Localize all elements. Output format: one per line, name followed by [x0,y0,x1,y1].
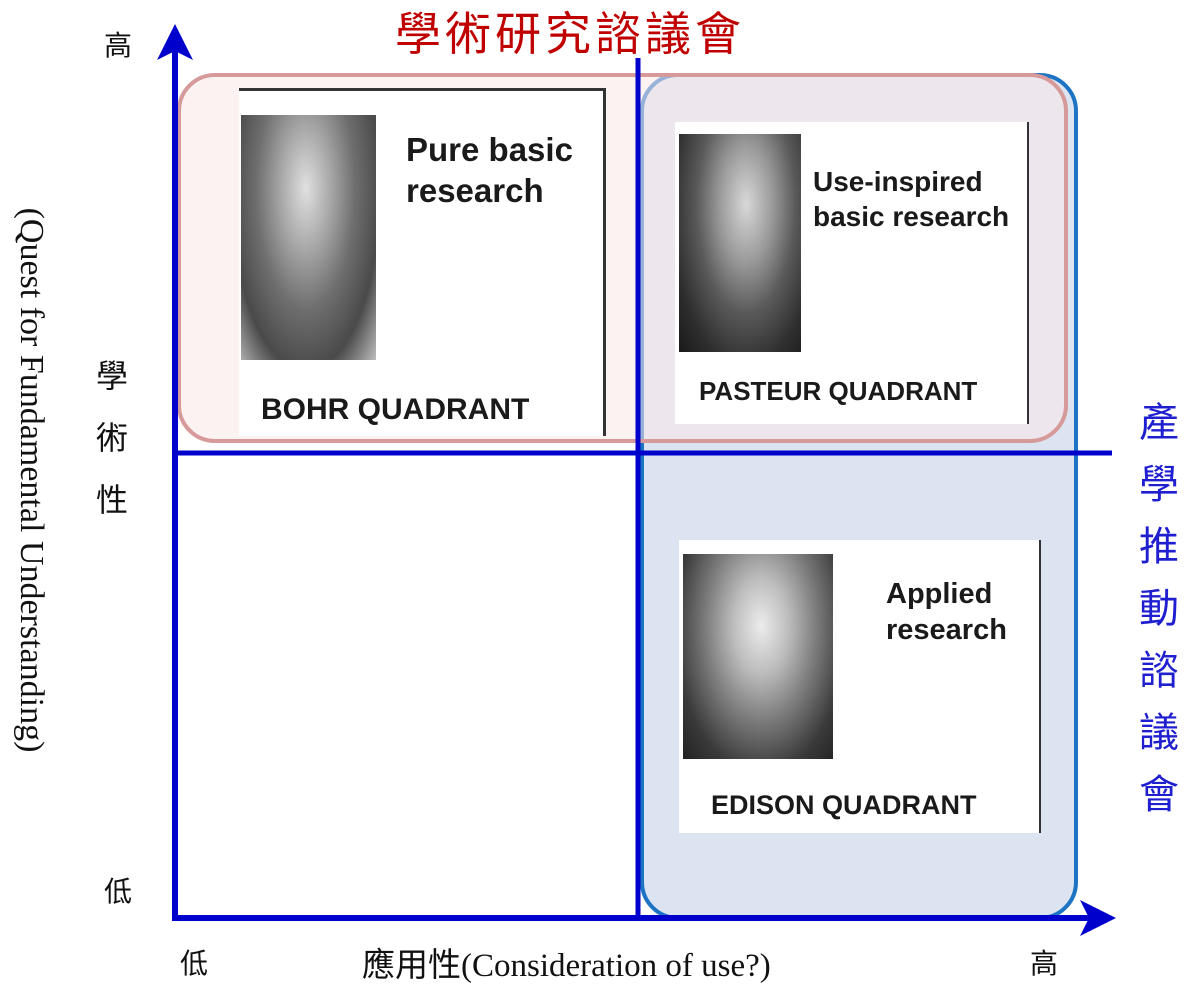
edison-quadrant-label: EDISON QUADRANT [711,790,977,820]
bohr-quadrant-label: BOHR QUADRANT [261,393,530,426]
bohr-heading: Pure basic research [406,131,573,210]
x-axis-label-zh: 應用性 [362,945,461,984]
bohr-portrait [241,115,376,360]
x-axis-low-label: 低 [180,947,209,980]
y-axis-high-label: 高 [104,29,133,62]
academic-council-title: 學術研究諮議會 [395,7,745,61]
y-axis-label-en: (Quest for Fundamental Understanding) [13,207,50,753]
x-axis-label: 應用性(Consideration of use?) [362,938,771,986]
edison-quadrant-card: Applied research EDISON QUADRANT [679,540,1041,833]
edison-heading: Applied research [886,578,1007,647]
industry-council-label: 產學推動諮議會 [1139,400,1179,818]
x-axis-label-en: (Consideration of use?) [461,948,771,984]
pasteur-portrait [679,134,801,352]
pasteur-heading: Use-inspired basic research [813,166,1010,232]
edison-portrait [683,554,833,759]
pasteur-quadrant-label: PASTEUR QUADRANT [699,376,978,406]
bohr-quadrant-card: Pure basic research BOHR QUADRANT [239,88,606,436]
y-axis-label-zh: 學術性 [95,357,128,519]
pasteur-quadrant-card: Use-inspired basic research PASTEUR QUAD… [675,122,1029,424]
y-axis-low-label: 低 [104,875,133,908]
x-axis-high-label: 高 [1030,947,1059,980]
